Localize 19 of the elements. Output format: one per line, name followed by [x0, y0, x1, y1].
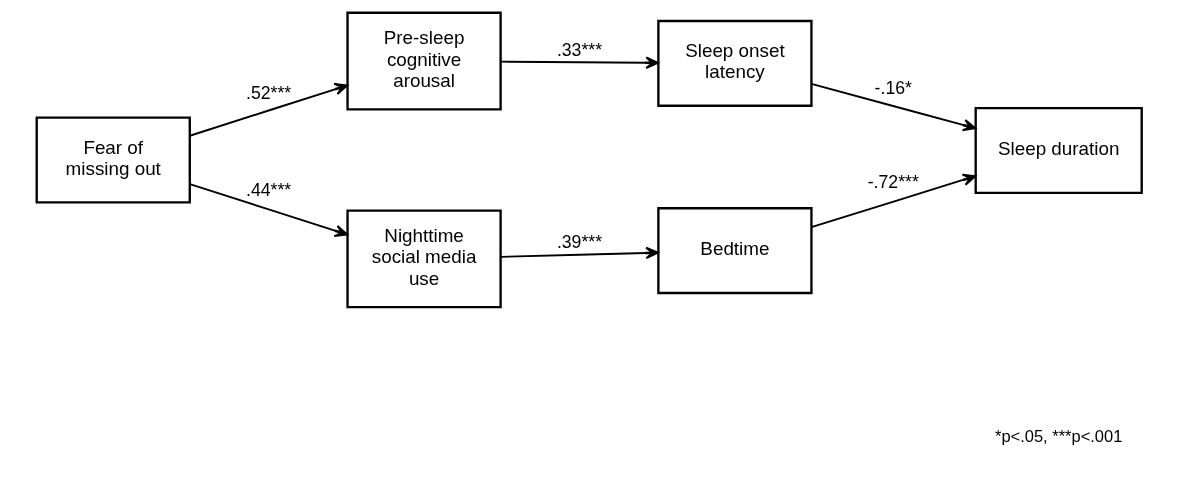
node-box: Bedtime	[657, 207, 813, 295]
node-box: Pre-sleep cognitive arousal	[346, 11, 502, 111]
arrow	[499, 56, 659, 69]
arrow	[499, 246, 659, 260]
node-box: Sleep duration	[974, 107, 1143, 195]
arrow	[810, 173, 977, 229]
node-box: Fear of missing out	[35, 116, 191, 204]
edge-label: .39***	[556, 232, 603, 253]
edge-label: .33***	[556, 40, 603, 61]
edge-label: .52***	[246, 82, 292, 103]
edge-label: -.72***	[867, 172, 919, 193]
arrow	[188, 183, 349, 237]
node-box: Sleep onset latency	[657, 19, 813, 107]
arrow	[188, 82, 349, 137]
node-box: Nighttime social media use	[346, 209, 502, 309]
arrow	[810, 82, 977, 132]
label: *p<.05, ***p<.001	[995, 427, 1123, 446]
edge-label: -.16*	[874, 78, 912, 99]
edge-label: .44***	[246, 180, 292, 201]
